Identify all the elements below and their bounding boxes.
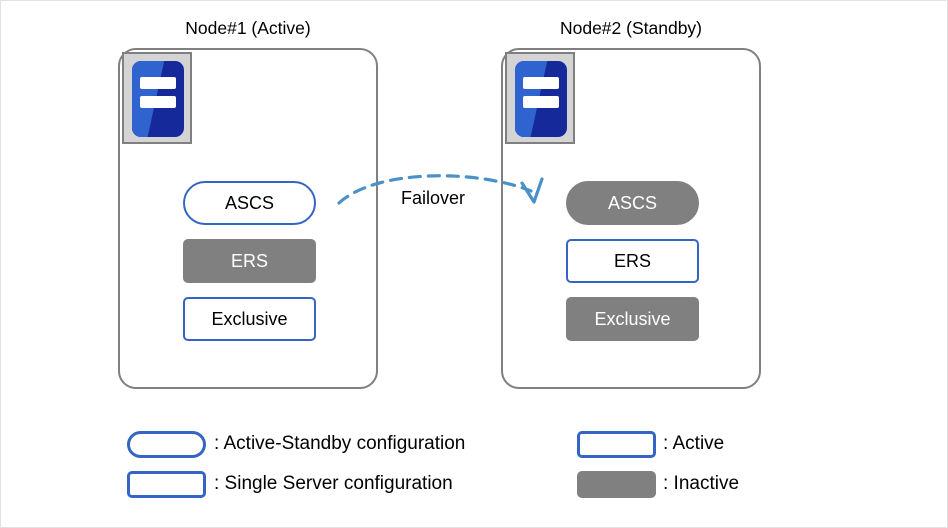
node-2-service-ascs[interactable]: ASCS [566,181,699,225]
node-2-service-ers[interactable]: ERS [566,239,699,283]
server-chip-bar-top [140,77,176,89]
server-chip-bar-bottom [523,96,559,108]
server-icon [122,52,192,144]
failover-label: Failover [401,188,466,208]
legend-label-inactive: : Inactive [663,473,740,494]
node-1-container: ASCS ERS Exclusive [118,48,378,389]
node-1-title: Node#1 (Active) [185,18,311,38]
server-chip-bar-bottom [140,96,176,108]
legend-label-single-server: : Single Server configuration [214,473,453,494]
failover-arrow-icon [337,174,544,205]
legend-swatch-active [577,431,656,458]
node-1-service-ers[interactable]: ERS [183,239,316,283]
server-chip [515,61,567,137]
legend-swatch-active-standby [127,431,206,458]
node-2-container: ASCS ERS Exclusive [501,48,761,389]
node-1-service-ascs[interactable]: ASCS [183,181,316,225]
legend-swatch-single-server [127,471,206,498]
server-chip-bar-top [523,77,559,89]
server-chip [132,61,184,137]
node-1-service-exclusive[interactable]: Exclusive [183,297,316,341]
legend-swatch-inactive [577,471,656,498]
node-2-title: Node#2 (Standby) [559,18,703,38]
legend-label-active-standby: : Active-Standby configuration [214,433,466,454]
legend-label-active: : Active [663,433,725,454]
node-2-service-exclusive[interactable]: Exclusive [566,297,699,341]
server-icon [505,52,575,144]
